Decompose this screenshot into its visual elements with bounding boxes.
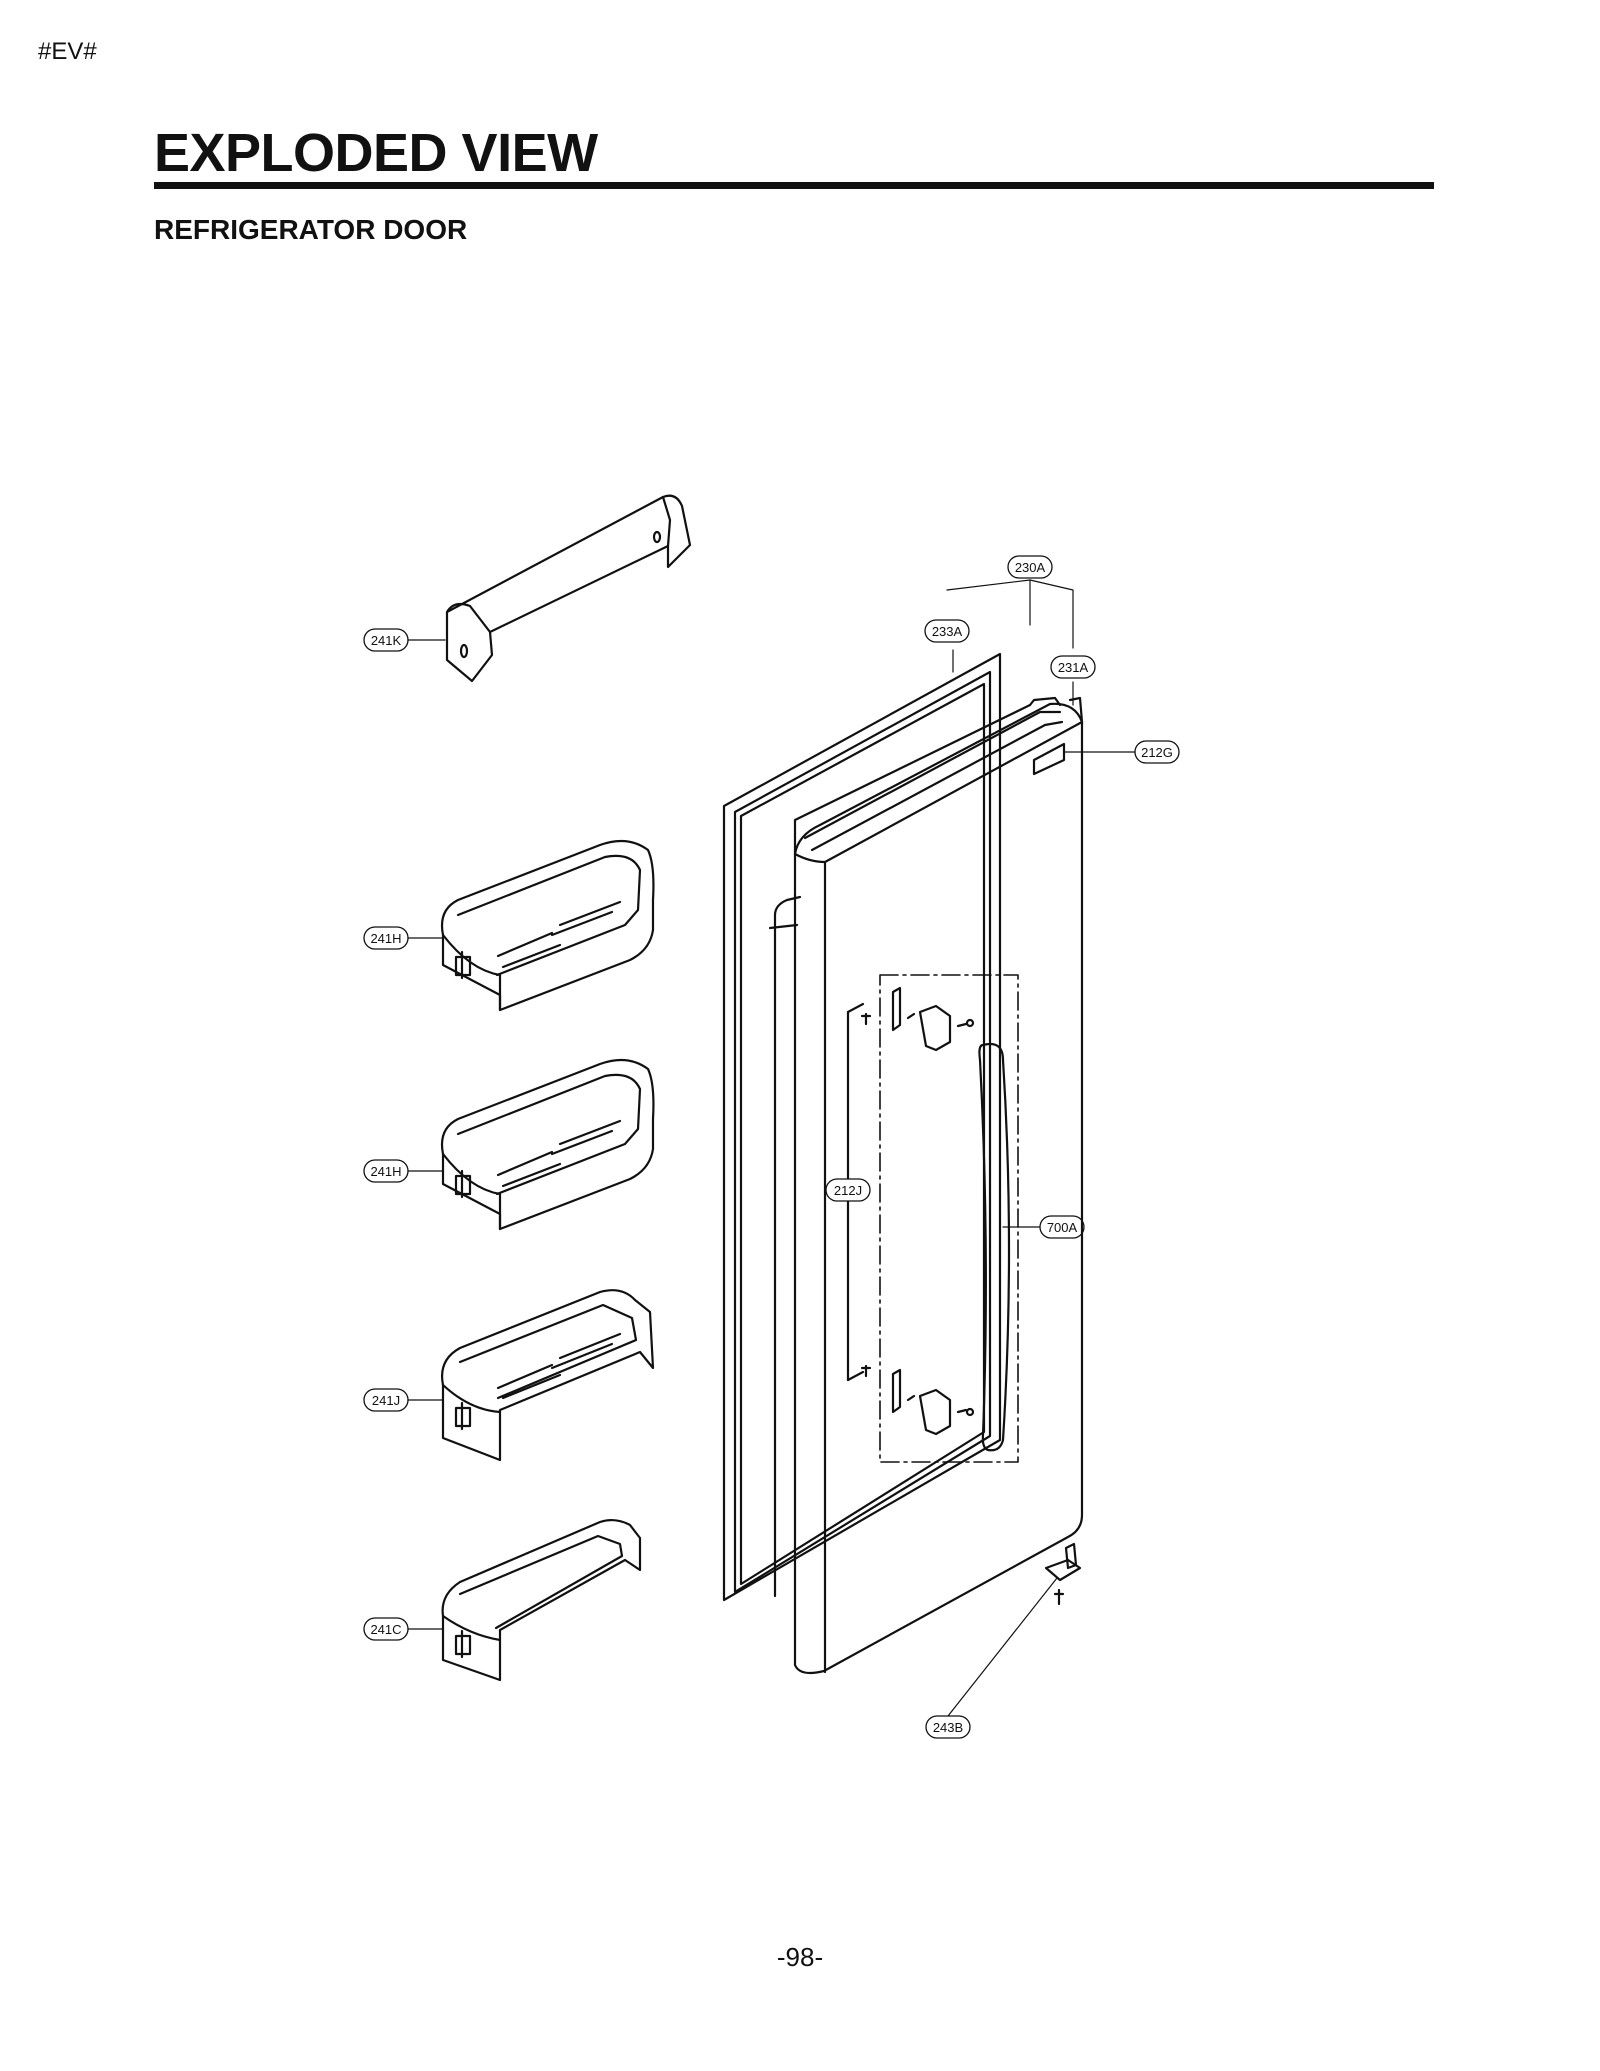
title-underline [154,182,1434,189]
label-233a: 233A [924,619,970,643]
svg-text:241C: 241C [370,1622,401,1637]
document-tag: #EV# [38,38,97,65]
top-bar-241k [445,494,692,683]
leader-lines [407,579,1136,1717]
svg-text:241K: 241K [371,633,402,648]
label-241h-top: 241H [363,926,409,950]
label-241c: 241C [363,1617,409,1641]
door-bin-241c [441,1518,642,1682]
door-gasket-233a [722,652,1002,1602]
label-212j: 212J [825,1178,871,1202]
door-liner [768,895,802,1598]
svg-text:230A: 230A [1015,560,1046,575]
svg-text:212G: 212G [1141,745,1173,760]
label-243b: 243B [925,1715,971,1739]
label-700a: 700A [1039,1215,1085,1239]
svg-text:212J: 212J [834,1183,862,1198]
svg-text:241H: 241H [370,1164,401,1179]
door-handle-700a [978,1042,1011,1452]
svg-text:233A: 233A [932,624,963,639]
label-241h-bottom: 241H [363,1159,409,1183]
label-241j: 241J [363,1388,409,1412]
door-bin-241h-top [440,839,655,1012]
handle-group-box [879,974,1019,1463]
svg-text:241H: 241H [370,931,401,946]
page-title: EXPLODED VIEW [154,123,598,183]
lower-handle-mount [860,1364,975,1436]
svg-text:231A: 231A [1058,660,1089,675]
door-bin-241h-bottom [440,1058,655,1231]
svg-text:243B: 243B [933,1720,963,1735]
label-212g: 212G [1134,740,1180,764]
page-number: -98- [776,1942,824,1972]
lower-hinge-243b [1044,1542,1082,1606]
label-231a: 231A [1050,655,1096,679]
label-241k: 241K [363,628,409,652]
door-panel-231a [793,696,1084,1675]
page-subtitle: REFRIGERATOR DOOR [154,214,468,245]
label-230a: 230A [1007,555,1053,579]
svg-text:700A: 700A [1047,1220,1078,1235]
svg-text:241J: 241J [372,1393,400,1408]
door-bin-241j [441,1289,655,1462]
upper-handle-mount [860,986,975,1052]
